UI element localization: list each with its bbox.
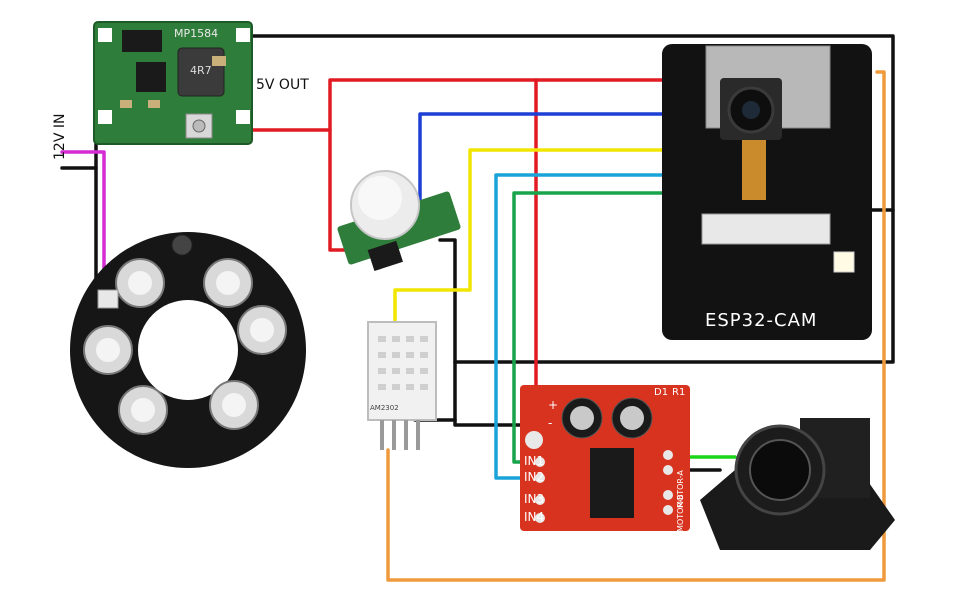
wire-cyan — [494, 173, 670, 480]
dht22-sensor — [367, 321, 437, 450]
inductor-label: 4R7 — [190, 64, 212, 77]
wire-red-5v — [250, 78, 670, 132]
minus-label: - — [548, 416, 553, 430]
r1-label: R1 — [672, 387, 686, 398]
dht-label: AM2302 — [370, 404, 399, 412]
wire-green — [512, 191, 670, 464]
wire-black-top — [248, 34, 895, 427]
buck-converter — [93, 21, 253, 145]
in1-label: IN1 — [524, 454, 545, 468]
in2-label: IN2 — [524, 470, 545, 484]
plus-label: + — [548, 398, 559, 412]
power-in-label: 12V IN — [52, 113, 68, 160]
wire-black-pir-gnd — [438, 238, 457, 364]
wire-blue — [418, 112, 670, 202]
motor-b-label: MOTOR-B — [676, 494, 685, 532]
wire-orange — [386, 70, 886, 582]
wire-magenta-12v — [60, 150, 106, 292]
buck-chip-label: MP1584 — [174, 27, 219, 40]
pir-sensor — [337, 170, 461, 272]
lens-mount — [700, 418, 895, 550]
d1-label: D1 — [654, 387, 669, 398]
motor-driver-board — [520, 385, 690, 531]
esp32-cam-label: ESP32-CAM — [705, 310, 818, 331]
power-out-label: 5V OUT — [256, 77, 309, 93]
esp32-cam-board — [662, 44, 872, 340]
in3-label: IN3 — [524, 492, 545, 506]
ir-led-ring — [70, 232, 306, 468]
in4-label: IN4 — [524, 510, 545, 524]
